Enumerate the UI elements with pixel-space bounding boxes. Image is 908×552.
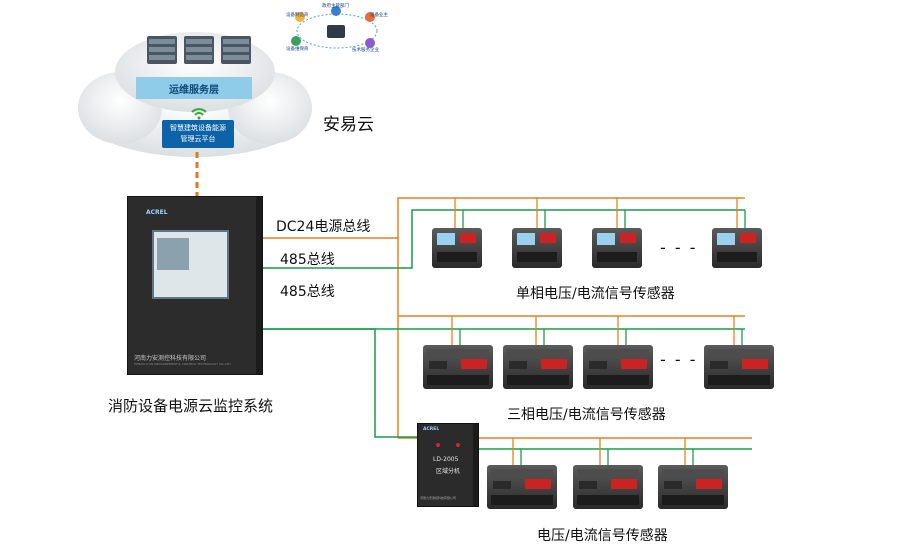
three-phase-drops xyxy=(451,316,743,345)
single-phase-sensors xyxy=(432,228,762,268)
platform-line1: 智慧建筑设备能源 xyxy=(170,124,226,132)
server-icons xyxy=(147,36,251,64)
region-extension-box xyxy=(417,423,479,507)
rs485-bus-label-a: 485总线 xyxy=(280,252,335,268)
system-title: 消防设备电源云监控系统 xyxy=(108,397,274,415)
cloud-title: 安易云 xyxy=(323,115,374,135)
region-company: 河南力安测控科技有限公司 xyxy=(420,496,457,500)
service-layer-box: 运维服务层 xyxy=(136,77,252,99)
single-phase-sensor xyxy=(432,228,482,268)
role-label: 政府主管部门 xyxy=(322,4,349,9)
role-label: 设备制造商 xyxy=(286,13,309,18)
single-phase-sensor xyxy=(592,228,642,268)
single-phase-drops xyxy=(454,198,746,228)
role-label: 设备业主 xyxy=(370,13,388,18)
three-phase-sensor xyxy=(503,345,573,389)
region-name: 区域分机 xyxy=(436,468,461,475)
role-label: 设备维保商 xyxy=(286,47,309,52)
three-phase-sensor xyxy=(423,345,493,389)
platform-line2: 管理云平台 xyxy=(180,135,216,143)
region-model: LD-2005 xyxy=(433,456,459,463)
controller-company: 河南力安测控科技有限公司 xyxy=(134,355,207,362)
single-phase-sensor xyxy=(712,228,762,268)
three-phase-sensors xyxy=(423,345,774,389)
three-phase-sensor xyxy=(704,345,774,389)
single-phase-sensor xyxy=(512,228,562,268)
rs485-bus-label-b: 485总线 xyxy=(280,284,335,300)
vc-sensor-label: 电压/电流信号传感器 xyxy=(537,528,668,544)
vc-drops xyxy=(512,438,694,465)
region-logo: ACREL xyxy=(423,427,440,432)
three-phase-sensor xyxy=(583,345,653,389)
wifi-icon xyxy=(191,108,207,120)
controller-company-en: HENAN LI'AN MEASUREMENT & CONTROL TECHNO… xyxy=(134,362,231,366)
dc24-bus-label: DC24电源总线 xyxy=(276,219,371,235)
three-phase-ellipsis: - - - xyxy=(660,350,698,369)
single-phase-label: 单相电压/电流信号传感器 xyxy=(516,286,675,302)
vc-sensor xyxy=(573,465,643,509)
vc-sensor xyxy=(658,465,728,509)
cloud-platform-box: 智慧建筑设备能源 管理云平台 xyxy=(162,120,234,148)
signal-bus xyxy=(262,209,752,450)
roles-network xyxy=(291,6,378,49)
three-phase-label: 三相电压/电流信号传感器 xyxy=(507,407,666,423)
vc-sensor xyxy=(487,465,557,509)
controller-logo: ACREL xyxy=(146,209,168,216)
single-phase-ellipsis: - - - xyxy=(660,238,698,257)
controller-display xyxy=(157,238,189,270)
region-led-icon xyxy=(436,443,440,447)
vc-sensors xyxy=(487,465,728,509)
role-label: 技术服务企业 xyxy=(352,48,379,53)
region-led-icon xyxy=(456,443,460,447)
